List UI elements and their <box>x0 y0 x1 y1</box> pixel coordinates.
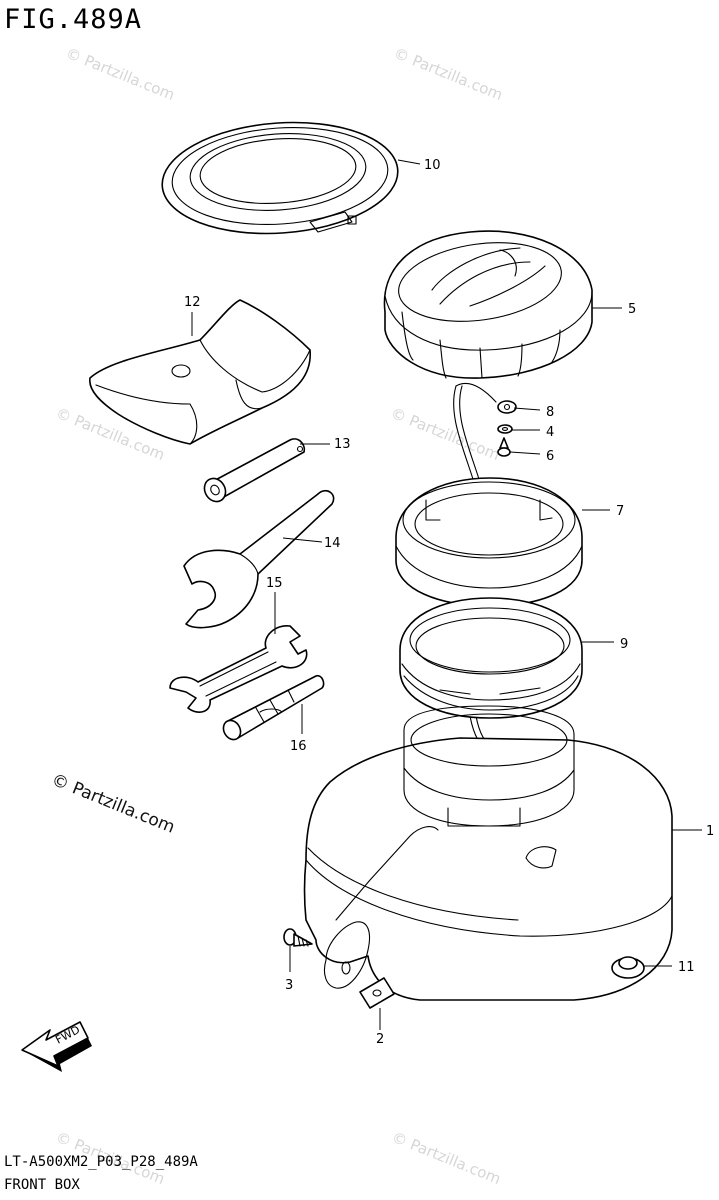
callout-labels: 1 2 3 4 5 6 7 8 9 10 11 12 13 14 15 16 <box>184 158 714 1047</box>
washer-part <box>497 424 513 434</box>
diagram-code: LT-A500XM2_P03_P28_489A <box>4 1154 198 1170</box>
diagram-caption: FRONT BOX <box>4 1177 80 1193</box>
callout-16: 16 <box>290 739 307 754</box>
leader-lines <box>191 159 702 1030</box>
callout-12: 12 <box>184 295 201 310</box>
cap-part <box>383 230 593 379</box>
callout-1: 1 <box>706 824 714 839</box>
callout-3: 3 <box>285 978 293 993</box>
plug-part <box>203 438 306 503</box>
callout-14: 14 <box>324 536 341 551</box>
callout-10: 10 <box>424 158 441 173</box>
cord-terminal-part <box>455 382 517 414</box>
clip-nut-part <box>359 977 395 1009</box>
wrench-part <box>169 625 308 713</box>
spanner-part <box>183 489 335 629</box>
callout-4: 4 <box>546 425 554 440</box>
cap-ring-part <box>395 477 583 607</box>
screw-part <box>283 928 313 947</box>
screw-small-part <box>497 437 511 457</box>
callout-7: 7 <box>616 504 624 519</box>
seal-part <box>399 597 583 719</box>
callout-15: 15 <box>266 576 283 591</box>
callout-5: 5 <box>628 302 636 317</box>
cushion-part <box>611 956 645 979</box>
fwd-direction-marker: FWD <box>21 1021 92 1072</box>
callout-9: 9 <box>620 637 628 652</box>
callout-8: 8 <box>546 405 554 420</box>
callout-2: 2 <box>376 1032 384 1047</box>
front-box-part <box>303 705 673 1001</box>
callout-13: 13 <box>334 437 351 452</box>
callout-6: 6 <box>546 449 554 464</box>
figure-title: FIG.489A <box>4 4 143 35</box>
gasket-part <box>161 121 399 235</box>
callout-11: 11 <box>678 960 695 975</box>
tool-bag-part <box>89 299 311 445</box>
plug-wrench-part <box>222 674 325 741</box>
